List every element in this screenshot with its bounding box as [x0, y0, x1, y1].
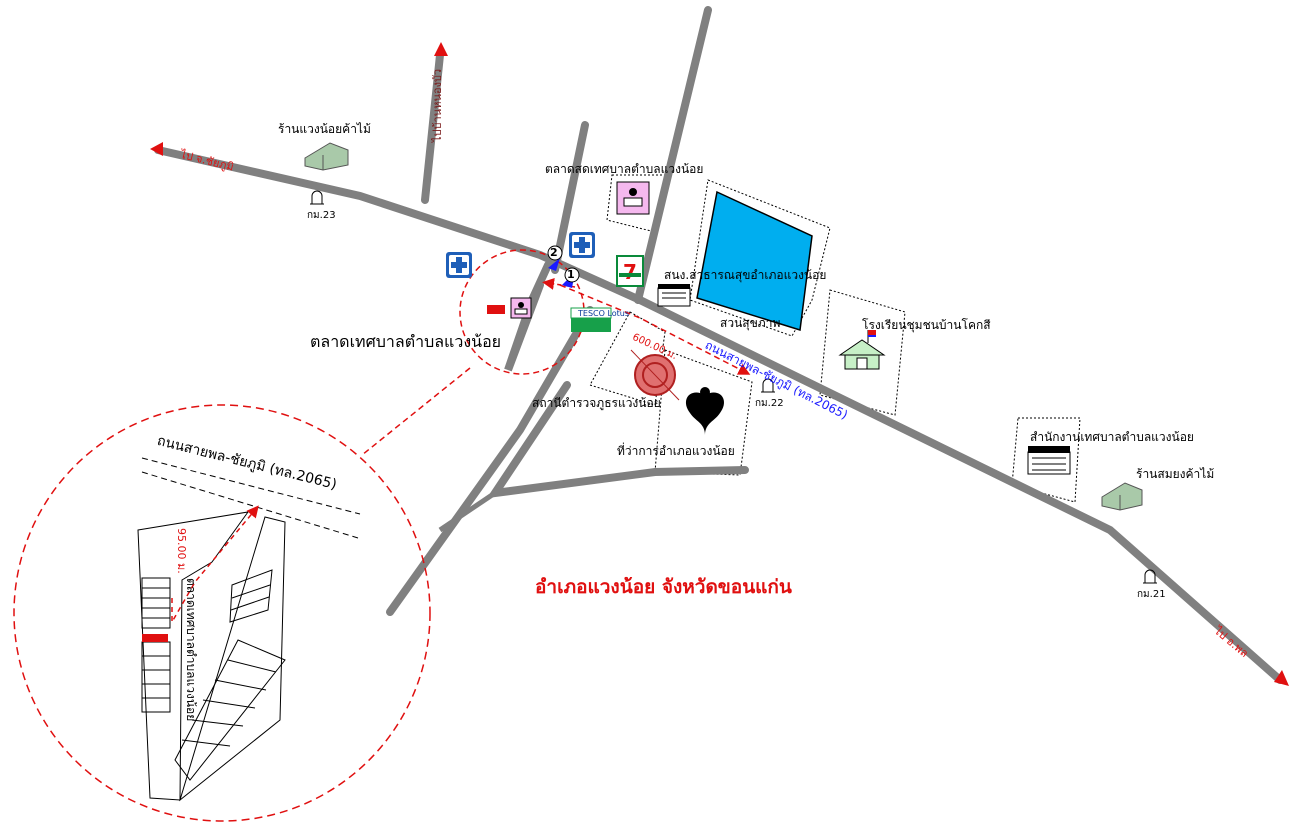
- inset-connector: [361, 367, 471, 456]
- km-marker-icon: [761, 378, 775, 393]
- svg-text:TESCO Lotus: TESCO Lotus: [577, 309, 629, 318]
- point-2-label: 2: [550, 246, 558, 259]
- market-icon: [616, 181, 650, 215]
- road-diag-long: [634, 6, 712, 304]
- svg-text:7: 7: [623, 260, 637, 284]
- point-2-marker: [547, 245, 563, 271]
- road-district: [486, 381, 749, 499]
- hospital-icon: [569, 232, 595, 258]
- road-north: [421, 51, 444, 204]
- market-location-marker: [487, 305, 505, 314]
- timber-shop-west-label: ร้านแวงน้อยค้าไม้: [278, 122, 371, 136]
- government-building-icon: [1027, 446, 1071, 475]
- inset-circle: [13, 404, 431, 822]
- to-north-label: ไปบ้านหนองบัว: [431, 68, 444, 142]
- map-title: อำเภอแวงน้อย จังหวัดขอนแก่น: [535, 576, 792, 598]
- health-office-label: สนง.สาธารณสุขอำเภอแวงน้อย: [664, 268, 827, 282]
- point-1-label: 1: [567, 268, 575, 281]
- point-1-marker: [562, 267, 580, 288]
- park-area: [696, 190, 813, 331]
- tesco-lotus-icon: TESCO Lotus: [570, 307, 629, 332]
- inset-detail: [137, 457, 361, 802]
- km-marker-icon: [1143, 569, 1157, 584]
- main-road: [154, 146, 1284, 684]
- timber-shop-east-label: ร้านสมยงค้าไม้: [1136, 467, 1215, 481]
- municipal-office-label: สำนักงานเทศบาลตำบลแวงน้อย: [1030, 430, 1194, 444]
- garuda-emblem-icon: [685, 387, 725, 435]
- warehouse-icon: [1101, 482, 1143, 511]
- inset-distance: 95.00 ม.: [175, 528, 188, 574]
- inset-market-label: ตลาดเทศบาลตำบลแวงน้อย: [184, 578, 198, 722]
- warehouse-icon: [304, 142, 349, 171]
- km-22-label: กม.22: [755, 398, 784, 409]
- school-icon: [838, 330, 886, 370]
- park-label: สวนสุขภาพ: [720, 316, 781, 330]
- police-seal-icon: [630, 349, 680, 401]
- route-600m: [559, 284, 751, 375]
- route-short: [542, 277, 576, 290]
- road-to-southwest: [386, 306, 594, 616]
- km-marker-icon: [310, 190, 324, 205]
- arrow-to-north: [434, 42, 448, 56]
- road-network: [154, 6, 1284, 684]
- km-23-label: กม.23: [307, 210, 336, 221]
- arrow-to-chaiyaphum: [150, 142, 163, 156]
- school-label: โรงเรียนชุมชนบ้านโคกสี: [862, 318, 991, 332]
- road-spur: [438, 490, 497, 533]
- seven-eleven-icon: 7: [616, 255, 644, 287]
- police-label: สถานีตำรวจภูธรแวงน้อย: [532, 396, 661, 410]
- market-upper-label: ตลาดสดเทศบาลตำบลแวงน้อย: [545, 162, 704, 176]
- market-icon: [510, 297, 532, 319]
- hospital-icon: [446, 252, 472, 278]
- district-office-label: ที่ว่าการอำเภอแวงน้อย: [617, 444, 735, 458]
- km-21-label: กม.21: [1137, 589, 1166, 600]
- road-market-loop: [504, 261, 552, 372]
- market-main-label: ตลาดเทศบาลตำบลแวงน้อย: [310, 332, 502, 351]
- road-north-short: [551, 121, 589, 274]
- arrow-to-phon: [1274, 670, 1289, 686]
- government-building-icon: [657, 284, 691, 307]
